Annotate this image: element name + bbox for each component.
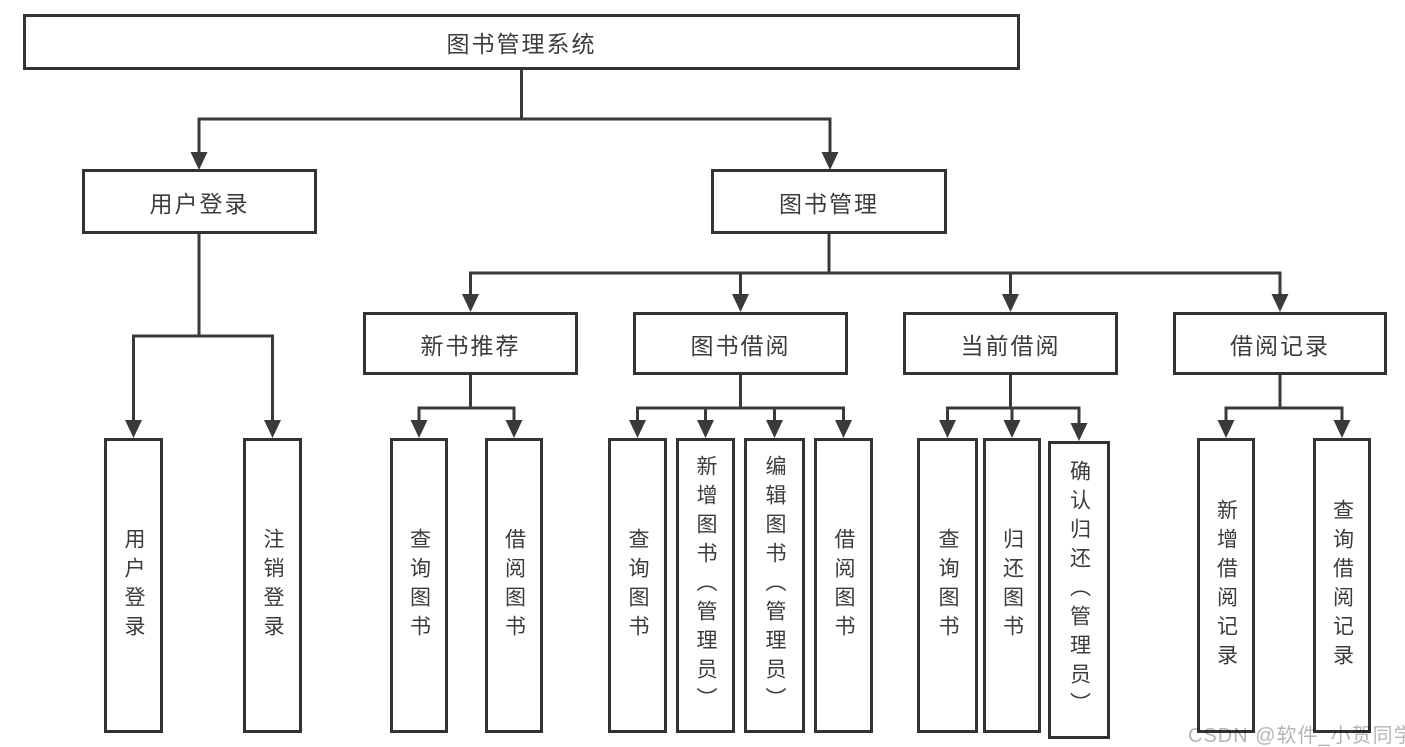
leaf-records-add-record: 新增借阅记录	[1197, 438, 1255, 733]
node-book-borrow: 图书借阅	[633, 312, 848, 375]
leaf-recommend-borrow-books: 借阅图书	[485, 438, 543, 733]
node-root: 图书管理系统	[23, 14, 1020, 70]
connector-segments	[132, 70, 1344, 425]
leaf-records-query-record: 查询借阅记录	[1313, 438, 1371, 733]
node-borrow-records: 借阅记录	[1173, 312, 1387, 375]
node-user-login: 用户登录	[82, 169, 317, 234]
leaf-borrow-edit-books-admin: 编辑图书（管理员）	[744, 438, 805, 733]
node-new-book-recommend: 新书推荐	[363, 312, 578, 375]
leaf-borrow-add-books-admin: 新增图书（管理员）	[676, 438, 735, 733]
node-book-management: 图书管理	[711, 169, 947, 234]
watermark: CSDN @软件_小贺同学	[1188, 725, 1405, 747]
leaf-current-query-books: 查询图书	[917, 438, 978, 733]
arrowheads	[125, 152, 1351, 441]
leaf-borrow-borrow-books: 借阅图书	[814, 438, 873, 733]
leaf-borrow-query-books: 查询图书	[608, 438, 667, 733]
leaf-recommend-query-books: 查询图书	[390, 438, 448, 733]
leaf-current-confirm-return-admin: 确认归还（管理员）	[1048, 441, 1110, 739]
node-current-borrow: 当前借阅	[903, 312, 1118, 375]
leaf-current-return-books: 归还图书	[983, 438, 1041, 733]
leaf-logout: 注销登录	[243, 438, 302, 733]
leaf-user-login: 用户登录	[104, 438, 163, 733]
